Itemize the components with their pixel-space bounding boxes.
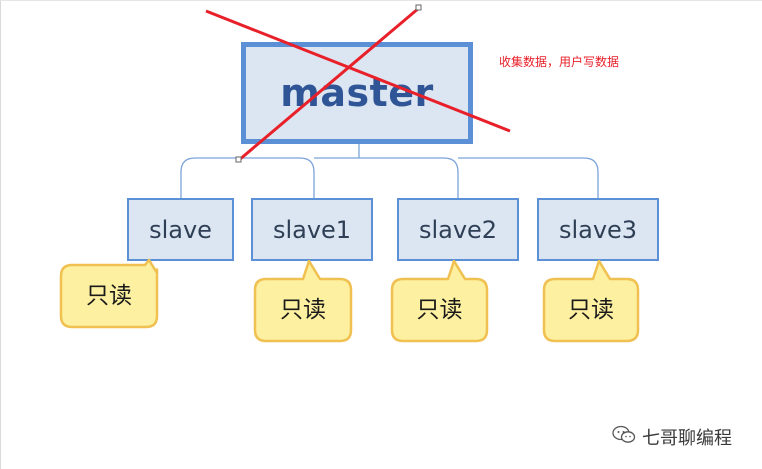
connector-to-slave3-right bbox=[458, 157, 599, 198]
slave1-label: slave1 bbox=[272, 215, 352, 244]
slave3-node: slave3 bbox=[537, 198, 659, 261]
callout-text-slave3: 只读 bbox=[568, 297, 614, 323]
callout-text-slave1: 只读 bbox=[280, 297, 326, 323]
master-note: 收集数据，用户写数据 bbox=[499, 55, 620, 69]
callout-text-slave2: 只读 bbox=[416, 297, 463, 323]
slave2-label: slave2 bbox=[418, 215, 498, 244]
connector-to-slave bbox=[180, 157, 315, 198]
slave1-node: slave1 bbox=[251, 198, 373, 261]
connector-to-slave3 bbox=[314, 157, 459, 198]
canvas-border-left bbox=[0, 0, 1, 469]
watermark: 七哥聊编程 bbox=[612, 424, 732, 450]
slave-label: slave bbox=[149, 215, 212, 244]
master-label: master bbox=[280, 71, 434, 115]
watermark-text: 七哥聊编程 bbox=[642, 428, 732, 449]
canvas-border-top bbox=[0, 0, 762, 1]
wechat-icon bbox=[612, 425, 636, 449]
master-node: master bbox=[241, 42, 473, 144]
slave-node: slave bbox=[127, 198, 234, 261]
callout-text-slave: 只读 bbox=[86, 283, 132, 309]
slave2-node: slave2 bbox=[397, 198, 519, 261]
slave3-label: slave3 bbox=[558, 215, 638, 244]
